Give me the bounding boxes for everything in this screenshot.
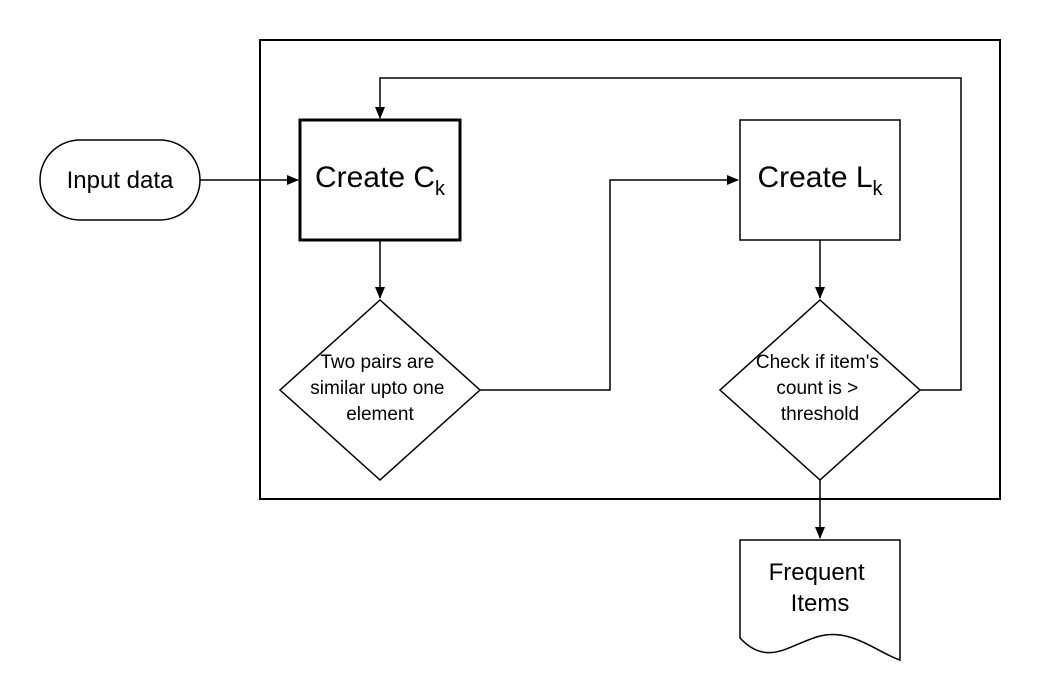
connector-similar-to-create-l [480, 175, 739, 391]
create-c-box [298, 118, 462, 242]
threshold-line-1: Check if item's [756, 352, 879, 373]
similar-pairs-line-2: similar upto one [310, 378, 444, 399]
frequent-items-label: Frequent Items [769, 559, 872, 617]
create-l-subscript: k [873, 178, 884, 200]
frequent-items-line-2: Items [791, 590, 850, 617]
create-c-main: Create C [315, 161, 435, 194]
frequent-items-document [739, 539, 901, 662]
input-data-terminator [39, 139, 201, 221]
create-l-label: Create Lk [757, 161, 883, 200]
input-data-label: Input data [67, 167, 174, 194]
create-c-subscript: k [435, 178, 446, 200]
create-l-box [739, 119, 901, 241]
frequent-items-line-1: Frequent [769, 559, 865, 586]
similar-pairs-line-1: Two pairs are [320, 352, 434, 373]
similar-pairs-line-3: element [346, 404, 414, 425]
create-l-main: Create L [757, 161, 872, 194]
loop-container [259, 39, 1001, 500]
threshold-label: Check if item's count is > threshold [756, 352, 884, 425]
threshold-line-3: threshold [781, 404, 859, 425]
connector-check-loop-back [375, 77, 962, 391]
threshold-decision [718, 298, 922, 482]
create-c-label: Create Ck [315, 161, 446, 200]
threshold-line-2: count is > [776, 378, 858, 399]
similar-pairs-decision [278, 298, 482, 482]
similar-pairs-label: Two pairs are similar upto one element [310, 352, 449, 425]
